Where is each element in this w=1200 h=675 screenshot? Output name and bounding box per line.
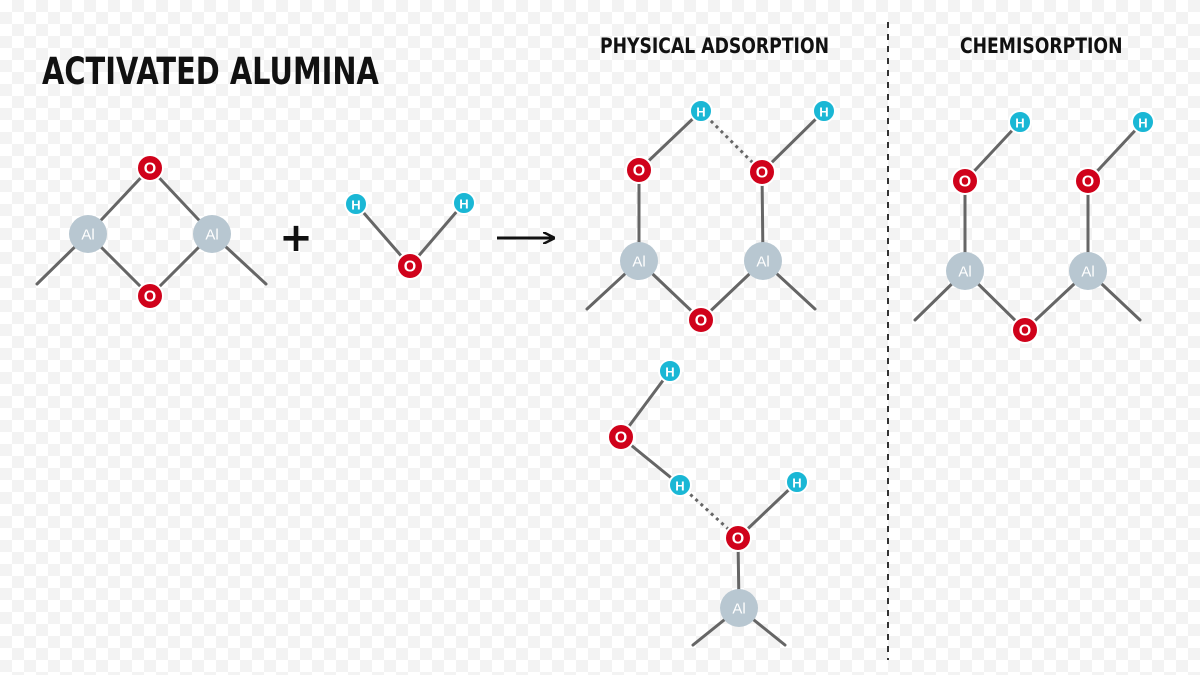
oxygen-atom: O [607,423,635,451]
oxygen-atom: O [625,156,653,184]
covalent-bond [637,109,703,172]
oxygen-atom-circle [1011,316,1039,344]
oxygen-atom-label: O [1082,174,1094,191]
oxygen-atom: O [724,524,752,552]
aluminum-atom: Al [720,589,758,627]
hydrogen-atom-label: H [675,479,684,494]
oxygen-atom-circle [951,167,979,195]
oxygen-atom: O [1074,167,1102,195]
hydrogen-atom: H [668,473,692,497]
hydrogen-atom-label: H [696,105,705,120]
oxygen-atom: O [136,154,164,182]
oxygen-atom-circle [136,282,164,310]
oxygen-atom-label: O [404,259,416,276]
hydrogen-atom-label: H [1138,116,1147,131]
hydrogen-atom: H [785,470,809,494]
hydrogen-atom-circle [1008,110,1032,134]
oxygen-atom-label: O [633,163,645,180]
aluminum-atom-label: Al [732,601,745,618]
oxygen-atom-label: O [695,313,707,330]
oxygen-atom-label: O [959,174,971,191]
aluminum-atom-circle [720,589,758,627]
oxygen-atom: O [951,167,979,195]
hydrogen-atom-circle [689,99,713,123]
oxygen-atom-circle [607,423,635,451]
oxygen-atom-circle [625,156,653,184]
oxygen-atom-circle [687,306,715,334]
covalent-bond [760,109,826,174]
oxygen-atom-label: O [144,161,156,178]
aluminum-atom: Al [69,215,107,253]
oxygen-atom: O [687,306,715,334]
aluminum-atom-label: Al [756,254,769,271]
hydrogen-atom: H [812,99,836,123]
hydrogen-atom: H [344,192,368,216]
aluminum-atom-label: Al [958,264,971,281]
hydrogen-bond [699,109,764,174]
aluminum-atom: Al [946,252,984,290]
hydrogen-atom-circle [668,473,692,497]
oxygen-atom: O [136,282,164,310]
aluminum-atom: Al [1069,252,1107,290]
hydrogen-atom-circle [658,359,682,383]
hydrogen-atom-circle [344,192,368,216]
oxygen-atom: O [1011,316,1039,344]
oxygen-atom-label: O [144,289,156,306]
aluminum-atom-label: Al [81,227,94,244]
chemisorption-title: CHEMISORPTION [960,34,1123,58]
hydrogen-atom: H [689,99,713,123]
aluminum-atom: Al [620,242,658,280]
hydrogen-atom-label: H [1015,116,1024,131]
oxygen-atom-label: O [1019,323,1031,340]
aluminum-atom-circle [620,242,658,280]
aluminum-atom: Al [193,215,231,253]
oxygen-atom: O [748,158,776,186]
aluminum-atom-circle [69,215,107,253]
aluminum-atom-label: Al [1081,264,1094,281]
hydrogen-atom: H [1131,110,1155,134]
oxygen-atom-label: O [615,430,627,447]
main-title: ACTIVATED ALUMINA [42,50,379,93]
oxygen-atom-circle [1074,167,1102,195]
oxygen-atom-label: O [732,531,744,548]
oxygen-atom-circle [396,252,424,280]
aluminum-atom-circle [744,242,782,280]
oxygen-atom-circle [748,158,776,186]
oxygen-atom: O [396,252,424,280]
plus-sign: + [279,215,313,261]
aluminum-atom-label: Al [205,227,218,244]
aluminum-atom: Al [744,242,782,280]
bonds-layer [35,109,1145,647]
hydrogen-atom-circle [812,99,836,123]
hydrogen-atom-label: H [665,365,674,380]
hydrogen-atom: H [1008,110,1032,134]
oxygen-atom-circle [136,154,164,182]
oxygen-atom-label: O [756,165,768,182]
aluminum-atom-circle [1069,252,1107,290]
aluminum-atom-circle [193,215,231,253]
hydrogen-atom-label: H [792,476,801,491]
hydrogen-atom-circle [785,470,809,494]
aluminum-atom-circle [946,252,984,290]
hydrogen-atom-label: H [459,197,468,212]
physical-adsorption-title: PHYSICAL ADSORPTION [600,34,829,58]
hydrogen-atom-label: H [351,198,360,213]
hydrogen-atom-label: H [819,105,828,120]
hydrogen-atom-circle [452,191,476,215]
hydrogen-atom: H [452,191,476,215]
aluminum-atom-label: Al [632,254,645,271]
hydrogen-atom: H [658,359,682,383]
oxygen-atom-circle [724,524,752,552]
hydrogen-atom-circle [1131,110,1155,134]
